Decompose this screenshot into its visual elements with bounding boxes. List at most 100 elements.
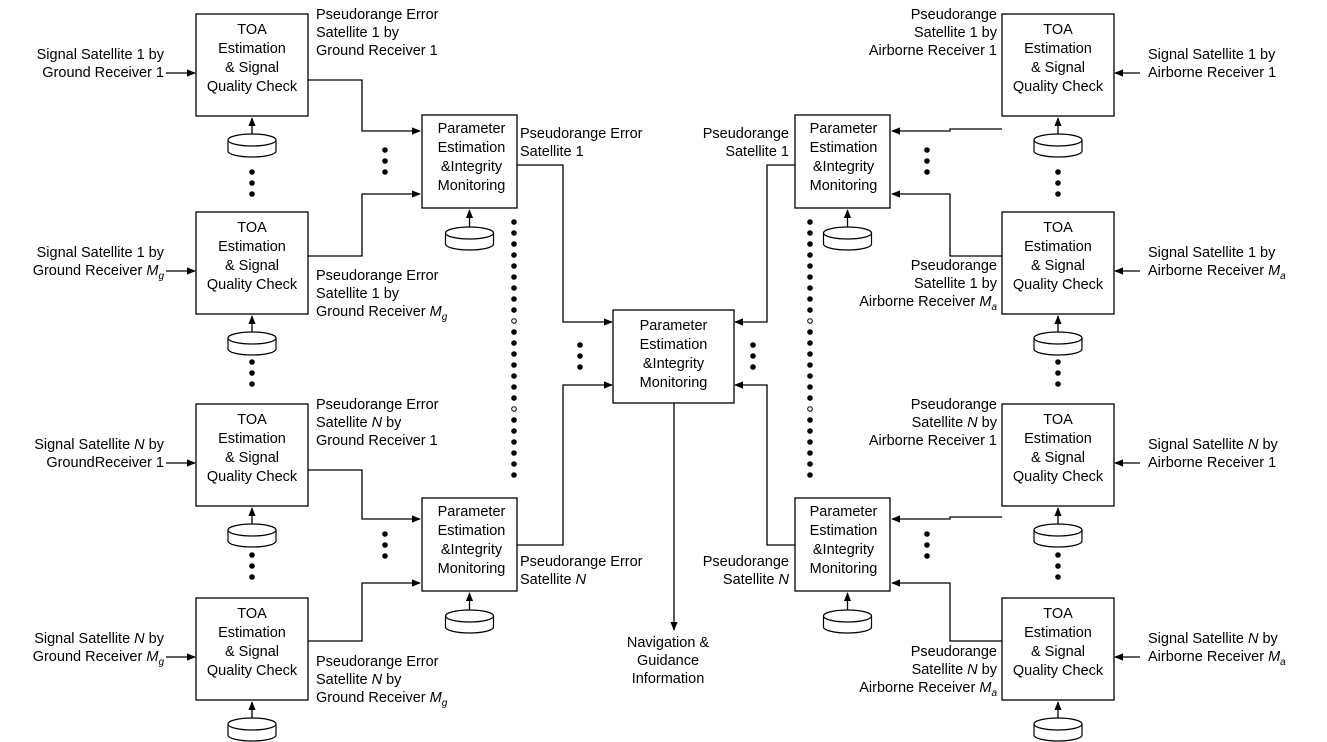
ground-toa-1-database-icon-top — [227, 133, 277, 147]
ground-column-ellipsis-16 — [511, 384, 517, 390]
ground-toa-4-label-line-1: TOA — [237, 606, 267, 622]
air-column-ellipsis-7 — [807, 285, 813, 291]
air-column-ellipsis-6 — [807, 274, 813, 280]
ground-toa-2-input-label-line-1: Signal Satellite 1 by — [37, 245, 165, 261]
air-toa-2-to-pem-1 — [891, 190, 1002, 257]
air-toa-4-database-icon — [1033, 717, 1083, 742]
air-toa-1-to-pem-1 — [891, 127, 1002, 135]
ground-pem-2-label-line-2: Estimation — [438, 523, 506, 539]
ground-toa-2-output-label-line-1: Pseudorange Error — [316, 268, 439, 284]
air-column-ellipsis-20 — [807, 428, 813, 434]
air-toa-2-output-label-line-2: Satellite 1 by — [914, 276, 998, 292]
air-pem-1-database-icon-top — [822, 226, 873, 240]
air-column-ellipsis-12 — [807, 340, 813, 346]
air-toa-4-output-label-line-2: Satellite N by — [912, 662, 998, 678]
ground-pem-2-label-line-1: Parameter — [438, 504, 506, 520]
ground-column-ellipsis-12 — [511, 340, 517, 346]
air-pem-2-label-line-4: Monitoring — [810, 561, 878, 577]
air-ellipsis-1-2 — [1055, 180, 1061, 186]
air-ellipsis-1-1 — [1055, 169, 1061, 175]
air-column-ellipsis-22 — [807, 450, 813, 456]
central-left-ellipsis-3 — [577, 364, 583, 370]
ground-toa-1-output-label-line-2: Satellite 1 by — [316, 25, 400, 41]
ground-column-ellipsis-13 — [511, 351, 517, 357]
ground-toa-2-to-pem-1 — [308, 190, 421, 257]
final-output-label-line-2: Guidance — [637, 653, 699, 669]
air-toa-4-box — [1001, 597, 1115, 701]
ground-toa-2-label-line-2: Estimation — [218, 239, 286, 255]
air-pem-2-output-label-line-2: Satellite N — [723, 572, 790, 588]
air-pem-2-label-line-1: Parameter — [810, 504, 878, 520]
air-pem-1-label-line-1: Parameter — [810, 121, 878, 137]
ground-pem-1-database-icon — [444, 226, 495, 251]
air-toa-4-output-label-line-1: Pseudorange — [911, 644, 997, 660]
air-toa-2-label-line-4: Quality Check — [1013, 277, 1104, 293]
ground-ellipsis-2-3 — [249, 381, 255, 387]
ground-column-ellipsis-6 — [511, 274, 517, 280]
air-toa-4-output-label-line-3: Airborne Receiver Ma — [859, 680, 997, 699]
ground-pem-2-database-icon-top — [444, 609, 495, 623]
ground-toa-3-label-line-3: & Signal — [225, 450, 279, 466]
air-ellipsis-2-1 — [1055, 359, 1061, 365]
air-toa-3-label-line-4: Quality Check — [1013, 469, 1104, 485]
ground-pem-2-output-label-line-1: Pseudorange Error — [520, 554, 643, 570]
air-toa-2-label-line-3: & Signal — [1031, 258, 1085, 274]
ground-toa-4-label-line-4: Quality Check — [207, 663, 298, 679]
ground-pem-1-to-central — [517, 164, 613, 326]
ground-column-ellipsis-18 — [511, 406, 517, 412]
air-toa-1-database-icon-top — [1033, 133, 1083, 147]
air-toa-1-label-line-1: TOA — [1043, 22, 1073, 38]
ground-toa-4-input-label-line-2: Ground Receiver Mg — [33, 649, 165, 668]
air-toa-3-output-label-line-2: Satellite N by — [912, 415, 998, 431]
air-toa-2-database-icon — [1033, 331, 1083, 356]
ground-toa-1-label-line-3: & Signal — [225, 60, 279, 76]
central-pem-label-line-2: Estimation — [640, 337, 708, 353]
ground-pem-1-label-line-1: Parameter — [438, 121, 506, 137]
air-toa-3-database-icon-top — [1033, 523, 1083, 537]
air-toa-3-input-label-line-1: Signal Satellite N by — [1148, 437, 1279, 453]
air-ellipsis-3-3 — [1055, 574, 1061, 580]
air-pem-1-output-label-line-2: Satellite 1 — [725, 144, 789, 160]
ground-pem-1-ellipsis-1 — [382, 147, 388, 153]
ground-column-ellipsis-3 — [511, 241, 517, 247]
air-toa-4-to-pem-2 — [891, 579, 1002, 642]
air-toa-1-output-label-line-3: Airborne Receiver 1 — [869, 43, 997, 59]
air-toa-2-box — [1001, 211, 1115, 315]
ground-toa-1-output-label-line-1: Pseudorange Error — [316, 7, 439, 23]
ground-toa-2-label-line-4: Quality Check — [207, 277, 298, 293]
ground-toa-2-label-line-1: TOA — [237, 220, 267, 236]
ground-pem-2-to-central — [517, 381, 613, 546]
air-toa-3-to-pem-2 — [891, 515, 1002, 523]
air-toa-3-database-icon — [1033, 523, 1083, 548]
ground-pem-2-database-icon — [444, 609, 495, 634]
ground-column-ellipsis-7 — [511, 285, 517, 291]
air-pem-2-ellipsis-3 — [924, 553, 930, 559]
air-toa-2-database-icon-top — [1033, 331, 1083, 345]
ground-ellipsis-2-1 — [249, 359, 255, 365]
ground-ellipsis-2-2 — [249, 370, 255, 376]
ground-pem-1-ellipsis-2 — [382, 158, 388, 164]
ground-toa-3-label-line-1: TOA — [237, 412, 267, 428]
air-pem-2-ellipsis-2 — [924, 542, 930, 548]
ground-pem-1-label-line-2: Estimation — [438, 140, 506, 156]
ground-toa-4-box — [195, 597, 309, 701]
ground-column-ellipsis-23 — [511, 461, 517, 467]
central-right-ellipsis-3 — [750, 364, 756, 370]
ground-pem-2-label-line-4: Monitoring — [438, 561, 506, 577]
air-toa-1-output-label-line-2: Satellite 1 by — [914, 25, 998, 41]
air-toa-1-input-label-line-1: Signal Satellite 1 by — [1148, 47, 1276, 63]
air-toa-1-label-line-2: Estimation — [1024, 41, 1092, 57]
air-column-ellipsis-13 — [807, 351, 813, 357]
air-toa-1-output-label-line-1: Pseudorange — [911, 7, 997, 23]
ground-toa-1-database-icon — [227, 133, 277, 158]
air-column-ellipsis-1 — [807, 219, 813, 225]
air-pem-2-database-icon — [822, 609, 873, 634]
ground-toa-1-label-line-2: Estimation — [218, 41, 286, 57]
ground-pem-2-ellipsis-2 — [382, 542, 388, 548]
ground-toa-2-database-icon-top — [227, 331, 277, 345]
central-pem-label-line-3: &Integrity — [643, 356, 705, 372]
air-pem-1-label-line-2: Estimation — [810, 140, 878, 156]
ground-toa-1-box — [195, 13, 309, 117]
air-toa-4-label-line-3: & Signal — [1031, 644, 1085, 660]
air-toa-1-box — [1001, 13, 1115, 117]
